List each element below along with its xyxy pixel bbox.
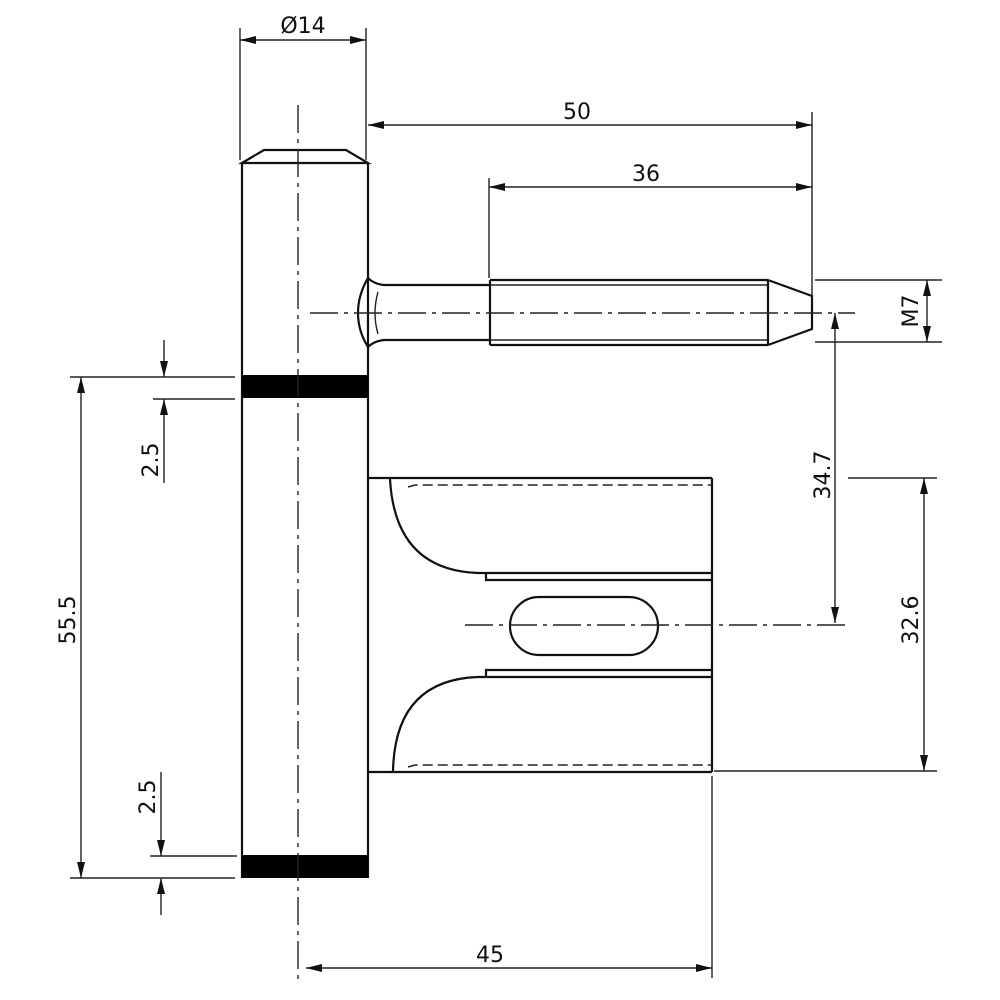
dim-diameter-label: Ø14: [280, 14, 325, 39]
barrel: [237, 105, 373, 980]
dim-pin-length: 50: [368, 100, 813, 300]
dim-pin-length-label: 50: [563, 100, 591, 125]
dim-pin-to-slot: 34.7: [811, 313, 839, 623]
dim-plate-height: 32.6: [714, 477, 937, 772]
threaded-pin: [310, 277, 855, 348]
dim-thread-size-label: M7: [899, 295, 924, 328]
dim-overall-height-label: 55.5: [56, 596, 81, 645]
dim-plate-length: 45: [306, 776, 713, 978]
top-band: [242, 375, 368, 398]
plate: [368, 476, 850, 774]
dim-bottom-band: 2.5: [136, 772, 237, 915]
dim-top-band-label: 2.5: [139, 443, 164, 478]
dim-plate-length-label: 45: [476, 943, 504, 968]
dim-diameter: Ø14: [239, 14, 367, 160]
dim-pin-to-slot-label: 34.7: [811, 451, 836, 500]
slot: [508, 595, 660, 657]
dim-bottom-band-label: 2.5: [136, 780, 161, 815]
dim-thread-length: 36: [488, 162, 812, 278]
dim-thread-size: M7: [815, 279, 942, 343]
dim-overall-height: 55.5: [56, 376, 235, 879]
dim-plate-height-label: 32.6: [899, 596, 924, 645]
dim-top-band: 2.5: [139, 340, 235, 483]
dim-thread-length-label: 36: [632, 162, 660, 187]
bottom-band: [242, 855, 368, 878]
